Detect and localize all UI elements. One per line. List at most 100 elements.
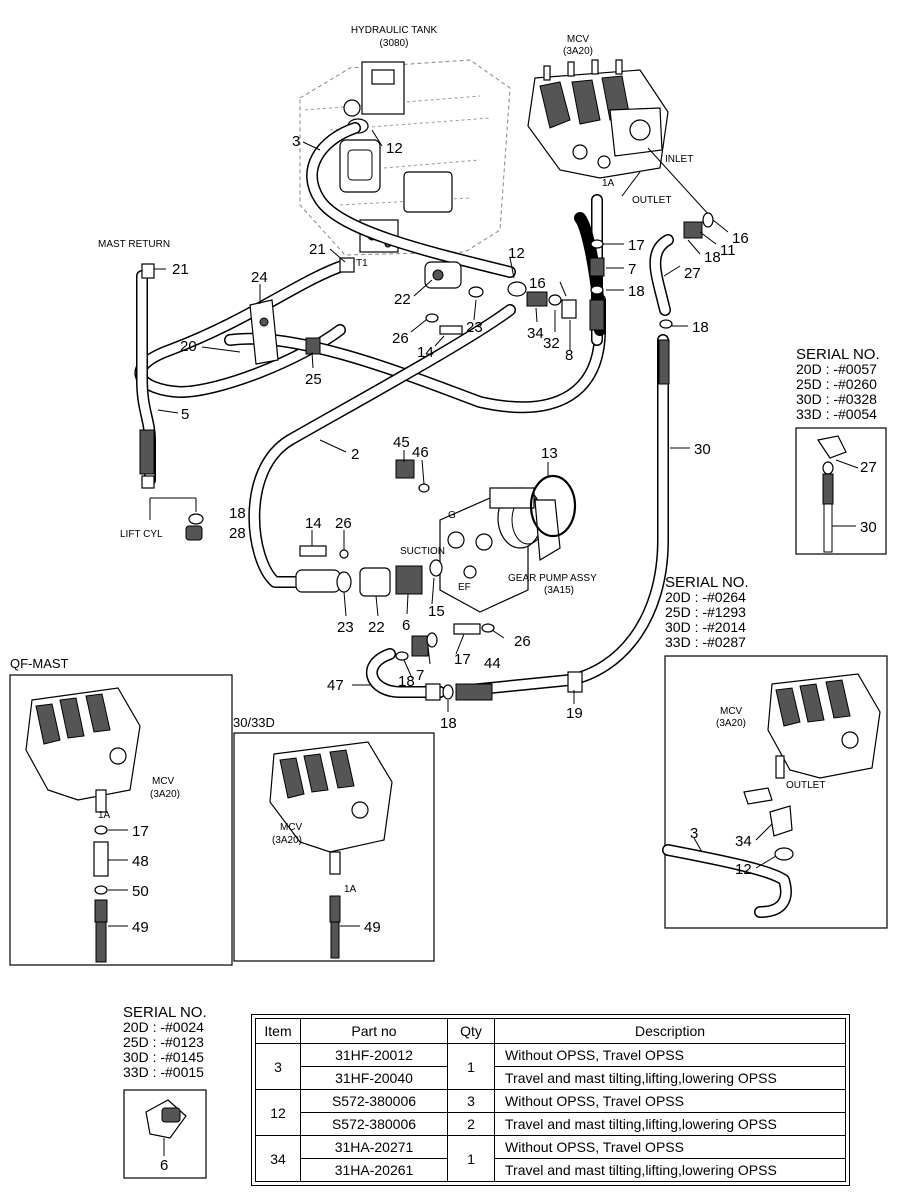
callout-11: 11 <box>720 242 736 259</box>
callout-22-lower: 22 <box>368 619 385 636</box>
serial-line: 33D : -#0287 <box>665 634 746 650</box>
callout-18-lift: 18 <box>229 505 246 522</box>
callout-28: 28 <box>229 525 246 542</box>
cell-item: 34 <box>255 1135 301 1182</box>
gear-pump-label: GEAR PUMP ASSY <box>508 573 597 584</box>
table-row: 34 31HA-20271 1 Without OPSS, Travel OPS… <box>255 1135 846 1182</box>
serial-line: 30D : -#0145 <box>123 1049 204 1065</box>
qf-callout-50: 50 <box>132 883 149 900</box>
callout-2: 2 <box>351 446 359 463</box>
callout-30: 30 <box>694 441 711 458</box>
callout-8: 8 <box>565 347 573 364</box>
hydraulic-tank-label: HYDRAULIC TANK <box>351 25 438 36</box>
serial-title: SERIAL NO. <box>123 1004 207 1021</box>
leader-lines <box>149 129 729 712</box>
callout-16-right: 16 <box>732 230 749 247</box>
gear-pump <box>439 474 577 613</box>
qf-port-1a: 1A <box>98 810 111 821</box>
qf-mast-detail <box>9 674 233 966</box>
cell-description: Without OPSS, Travel OPSS <box>494 1089 846 1113</box>
detail-mid-callout-3: 3 <box>690 825 698 842</box>
mcv-inlet-label: INLET <box>665 154 693 165</box>
detail-top-callout-27: 27 <box>860 459 877 476</box>
callout-32: 32 <box>543 335 560 352</box>
serial-block-bottom-left: SERIAL NO. 20D : -#0024 25D : -#0123 30D… <box>123 1005 207 1080</box>
callout-26-pump: 26 <box>514 633 531 650</box>
serial-line: 20D : -#0264 <box>665 589 746 605</box>
callout-16-mid: 16 <box>529 275 546 292</box>
detail-bottom-callout-6: 6 <box>160 1157 168 1174</box>
detail-top-callout-30: 30 <box>860 519 877 536</box>
serial-line: 25D : -#0260 <box>796 376 877 392</box>
callout-23-lower: 23 <box>337 619 354 636</box>
mcv-main <box>527 59 669 179</box>
cell-qty: 1 <box>447 1135 495 1182</box>
callout-14-lower: 14 <box>305 515 322 532</box>
serial-line: 25D : -#0123 <box>123 1034 204 1050</box>
qf-mcv: MCV <box>152 776 175 787</box>
cell-part-no: 31HF-20012 <box>300 1043 448 1067</box>
callout-21: 21 <box>172 261 189 278</box>
table-row: 31HA-20261 Travel and mast tilting,lifti… <box>256 1158 846 1182</box>
mcv-port-1a: 1A <box>602 178 615 189</box>
serial-block-right-top: SERIAL NO. 20D : -#0057 25D : -#0260 30D… <box>796 347 880 422</box>
callout-27: 27 <box>684 265 701 282</box>
callout-19: 19 <box>566 705 583 722</box>
callout-18-hose30: 18 <box>692 319 709 336</box>
header-item: Item <box>255 1018 301 1044</box>
serial-title: SERIAL NO. <box>665 574 749 591</box>
cell-part-no: S572-380006 <box>300 1089 448 1113</box>
callout-45: 45 <box>393 434 410 451</box>
detail-mid-outlet: OUTLET <box>786 780 825 791</box>
cell-description: Without OPSS, Travel OPSS <box>494 1043 846 1067</box>
callout-22-upper: 22 <box>394 291 411 308</box>
cell-item: 3 <box>255 1043 301 1090</box>
table-row: S572-380006 2 Travel and mast tilting,li… <box>256 1112 846 1136</box>
lift-cyl-label: LIFT CYL <box>120 529 163 540</box>
callout-12-mid: 12 <box>508 245 525 262</box>
box-3033d-mcv: MCV <box>280 822 303 833</box>
mcv-code: (3A20) <box>563 46 593 57</box>
callout-18-bottom: 18 <box>440 715 457 732</box>
serial-line: 20D : -#0024 <box>123 1019 204 1035</box>
serial-line: 33D : -#0054 <box>796 406 877 422</box>
callout-24: 24 <box>251 269 268 286</box>
callout-46: 46 <box>412 444 429 461</box>
serial-title: SERIAL NO. <box>796 346 880 363</box>
detail-mid-mcv-code: (3A20) <box>716 718 746 729</box>
detail-3033d <box>233 732 435 962</box>
header-part-no: Part no <box>300 1018 448 1044</box>
detail-serial-mid <box>662 655 888 929</box>
callout-3: 3 <box>292 133 300 150</box>
mcv-label: MCV <box>567 34 590 45</box>
callout-17-pump: 17 <box>454 651 471 668</box>
cell-part-no: S572-380006 <box>300 1112 448 1136</box>
cell-part-no: 31HF-20040 <box>300 1066 448 1090</box>
callout-7-mcv: 7 <box>628 261 636 278</box>
callout-25: 25 <box>305 371 322 388</box>
callout-18-mcv: 18 <box>628 283 645 300</box>
cell-item: 12 <box>255 1089 301 1136</box>
cell-qty: 1 <box>447 1043 495 1090</box>
callout-20: 20 <box>180 338 197 355</box>
qf-mast-title: QF-MAST <box>10 656 69 671</box>
callout-18-right: 18 <box>704 249 721 266</box>
detail-mid-mcv: MCV <box>720 706 743 717</box>
qf-callout-48: 48 <box>132 853 149 870</box>
detail-serial-bottom <box>123 1089 207 1179</box>
header-qty: Qty <box>447 1018 495 1044</box>
qf-callout-49: 49 <box>132 919 149 936</box>
serial-line: 20D : -#0057 <box>796 361 877 377</box>
cell-part-no: 31HA-20271 <box>300 1135 448 1159</box>
table-header-row: Item Part no Qty Description <box>255 1018 846 1044</box>
serial-line: 33D : -#0015 <box>123 1064 204 1080</box>
detail-serial-top <box>795 427 887 555</box>
callout-26-lower: 26 <box>335 515 352 532</box>
callouts-main: 3 12 21 24 21 20 25 5 2 22 23 26 14 12 1… <box>172 133 749 732</box>
cell-description: Travel and mast tilting,lifting,lowering… <box>494 1112 846 1136</box>
detail-mid-callout-12: 12 <box>735 861 752 878</box>
callout-17-mcv: 17 <box>628 237 645 254</box>
cell-description: Travel and mast tilting,lifting,lowering… <box>494 1158 846 1182</box>
header-description: Description <box>494 1018 846 1044</box>
cell-part-no: 31HA-20261 <box>300 1158 448 1182</box>
